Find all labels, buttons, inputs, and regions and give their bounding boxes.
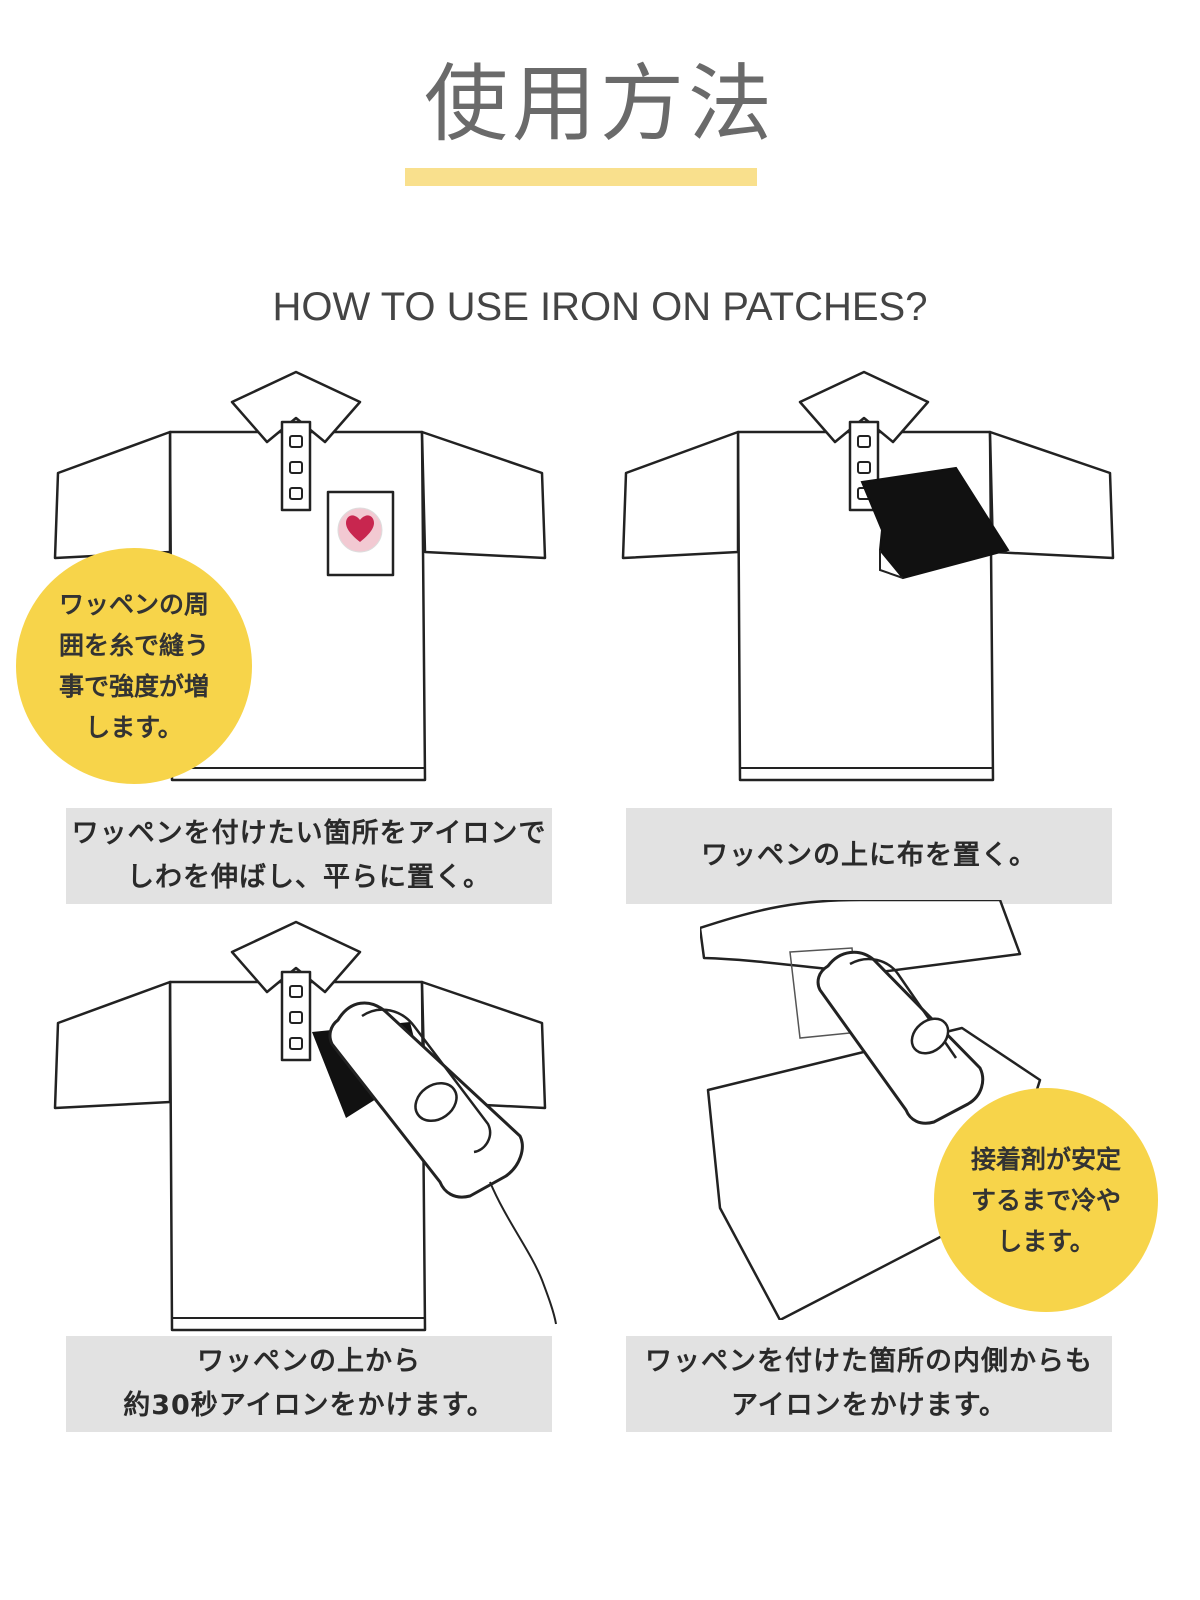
iron-handle [361, 1008, 492, 1154]
iron-dial-icon [414, 1081, 458, 1123]
step1-tip-line-4: します。 [85, 713, 183, 742]
collar [230, 370, 362, 444]
folded-sleeve [700, 900, 1022, 974]
step3-illustration [53, 920, 557, 1332]
step4-tip-line-1: 接着剤が安定 [970, 1144, 1121, 1174]
iron-dial-icon [910, 1017, 950, 1055]
iron-soleplate [816, 950, 985, 1125]
button-1 [857, 435, 871, 448]
title-underline-bar [405, 168, 757, 186]
right-sleeve [988, 430, 1115, 560]
page-title: 使用方法 [423, 55, 776, 153]
step4-caption: ワッペンを付けた箇所の内側からも アイロンをかけます。 [626, 1336, 1112, 1432]
collar [798, 370, 930, 444]
button-2 [857, 461, 871, 474]
iron-cord [489, 1181, 557, 1325]
button-2 [289, 461, 303, 474]
right-sleeve [420, 430, 547, 560]
title-underline [405, 168, 757, 186]
left-sleeve [53, 430, 172, 560]
step4-tip-line-2: するまで冷や [970, 1185, 1121, 1215]
step1-caption: ワッペンを付けたい箇所をアイロンで しわを伸ばし、平らに置く。 [66, 808, 552, 904]
step4-illustration [700, 900, 1042, 1320]
step3-caption-line-2: 約30秒アイロンをかけます。 [123, 1390, 495, 1421]
step4-tip-line-3: します。 [997, 1226, 1095, 1256]
step4-tip-bubble: 接着剤が安定 するまで冷や します。 [934, 1088, 1158, 1312]
step2-illustration [621, 370, 1115, 782]
step1-caption-line-1: ワッペンを付けたい箇所をアイロンで [71, 818, 547, 849]
step3-caption-line-1: ワッペンの上から [197, 1346, 421, 1377]
collar [230, 920, 362, 994]
step1-tip-line-2: 囲を糸で縫う [58, 631, 209, 660]
button-1 [289, 985, 303, 998]
left-sleeve [621, 430, 740, 560]
left-sleeve [53, 980, 172, 1110]
button-1 [289, 435, 303, 448]
heart-icon [346, 515, 374, 542]
button-2 [289, 1011, 303, 1024]
step3-caption: ワッペンの上から 約30秒アイロンをかけます。 [66, 1336, 552, 1432]
step1-caption-line-2: しわを伸ばし、平らに置く。 [127, 862, 491, 893]
step4-caption-line-2: アイロンをかけます。 [731, 1390, 1007, 1421]
button-3 [289, 487, 303, 500]
step1-tip-bubble: ワッペンの周 囲を糸で縫う 事で強度が増 します。 [16, 548, 252, 784]
step4-caption-line-1: ワッペンを付けた箇所の内側からも [645, 1346, 1093, 1377]
step2-caption-line-1: ワッペンの上に布を置く。 [701, 840, 1037, 871]
step1-tip-line-3: 事で強度が増 [58, 672, 209, 701]
step1-tip-line-1: ワッペンの周 [58, 590, 209, 619]
cloth-fold [879, 550, 904, 579]
iron-handle [849, 957, 958, 1059]
step2-caption: ワッペンの上に布を置く。 [626, 808, 1112, 904]
page-subtitle: HOW TO USE IRON ON PATCHES? [272, 285, 928, 329]
button-3 [289, 1037, 303, 1050]
